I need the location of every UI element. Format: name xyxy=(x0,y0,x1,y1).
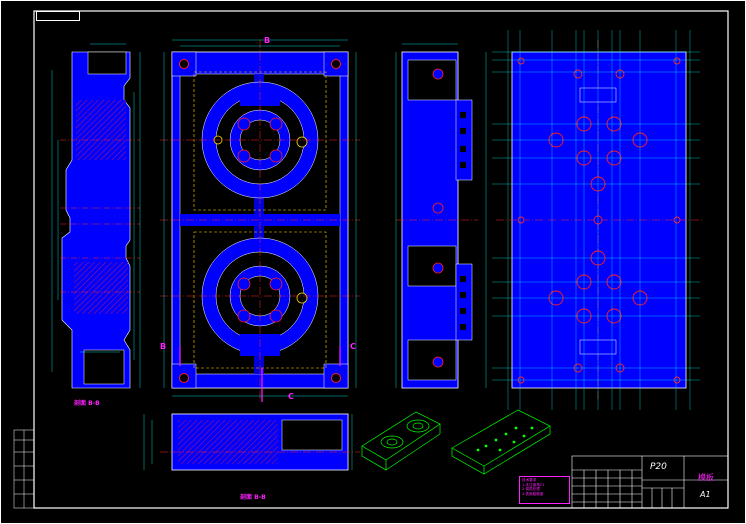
note-line-2: 1.未注倒角C1 xyxy=(522,482,545,487)
drawing-title: 模板 xyxy=(698,473,714,482)
hole-pattern-view xyxy=(492,30,702,410)
note-line-3: 2.调质处理 xyxy=(522,487,540,492)
side-section-view xyxy=(51,43,141,389)
plan-view xyxy=(160,39,360,402)
left-title-strip xyxy=(13,429,35,509)
cut-mark-right: C xyxy=(350,342,356,351)
isometric-view-2 xyxy=(451,409,551,475)
note-line-1: 技术要求 xyxy=(522,478,537,482)
technical-notes: 技术要求 1.未注倒角C1 2.调质处理 3.表面粗糙度 xyxy=(519,476,570,504)
bottom-section-view xyxy=(143,413,360,471)
sheet-size: A1 xyxy=(700,490,711,499)
section-label-bottom: 剖面 B-B xyxy=(240,494,266,501)
note-line-4: 3.表面粗糙度 xyxy=(522,491,544,496)
cut-mark-top: B xyxy=(264,36,271,45)
top-left-tag-box xyxy=(36,11,80,21)
part-code: P20 xyxy=(650,462,667,472)
sheet-inner-border xyxy=(33,10,729,509)
title-block xyxy=(571,455,729,509)
section-label-left: 剖面 B-B xyxy=(74,400,100,407)
side-elevation-view xyxy=(395,43,487,389)
cut-mark-bottom: C xyxy=(288,392,294,401)
cut-mark-left: B xyxy=(160,342,167,351)
isometric-view-1 xyxy=(361,411,441,471)
